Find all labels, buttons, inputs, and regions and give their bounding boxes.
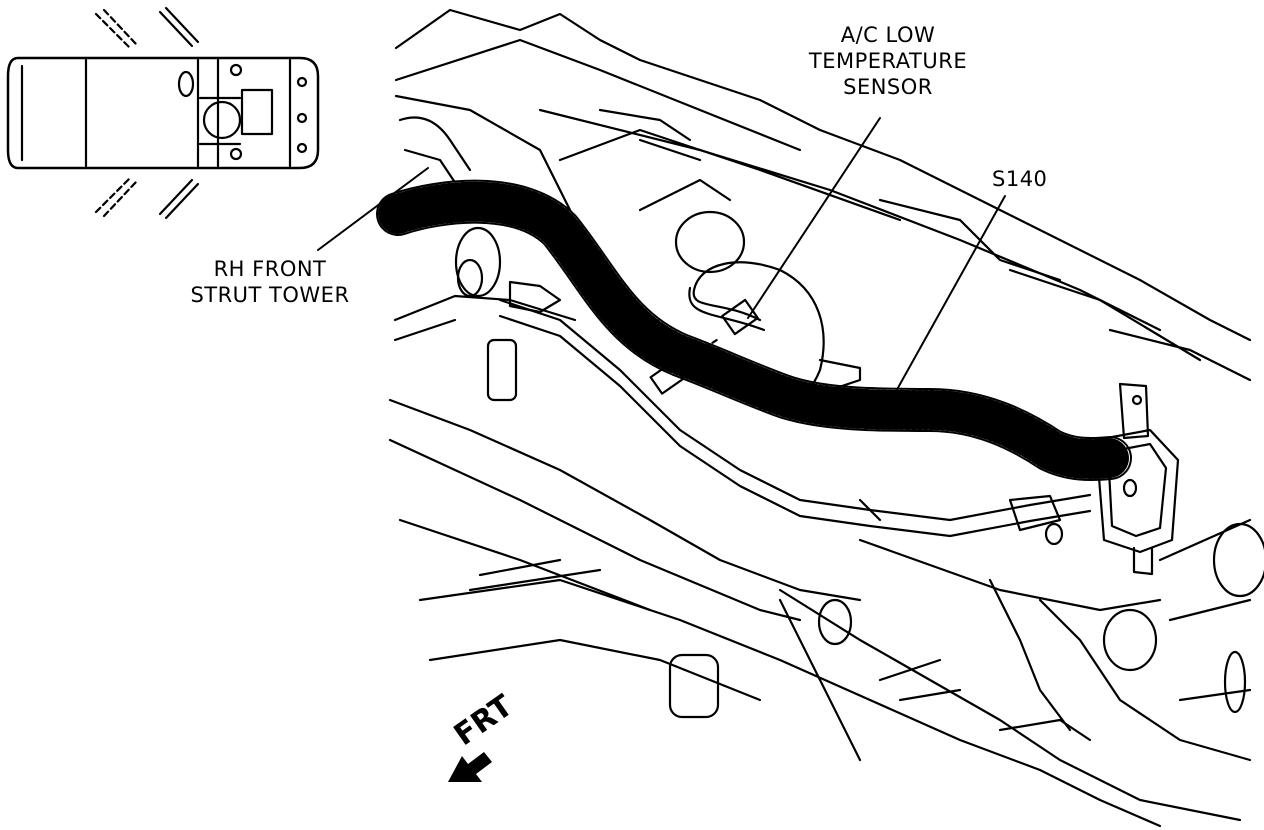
vehicle-locator-icon — [6, 6, 320, 220]
strut-tower-label-line1: RH FRONT — [213, 257, 327, 281]
ac-refrigerant-line — [498, 280, 1092, 546]
strut-tower-label: RH FRONT STRUT TOWER — [188, 256, 352, 308]
splice-label: S140 — [992, 167, 1048, 191]
wiring-harness-conduit — [376, 179, 1132, 481]
front-direction-arrow-icon — [448, 752, 492, 782]
ac-sensor-label-line1: A/C LOW — [840, 23, 936, 47]
ac-sensor-label-line3: SENSOR — [843, 75, 933, 99]
leader-lines — [317, 117, 1006, 421]
strut-tower-label-line2: STRUT TOWER — [190, 283, 350, 307]
ac-low-temperature-sensor — [649, 336, 722, 395]
ac-sensor-label: A/C LOW TEMPERATURE SENSOR — [808, 22, 968, 100]
ac-sensor-label-line2: TEMPERATURE — [808, 49, 968, 73]
junction-block — [1094, 382, 1180, 576]
